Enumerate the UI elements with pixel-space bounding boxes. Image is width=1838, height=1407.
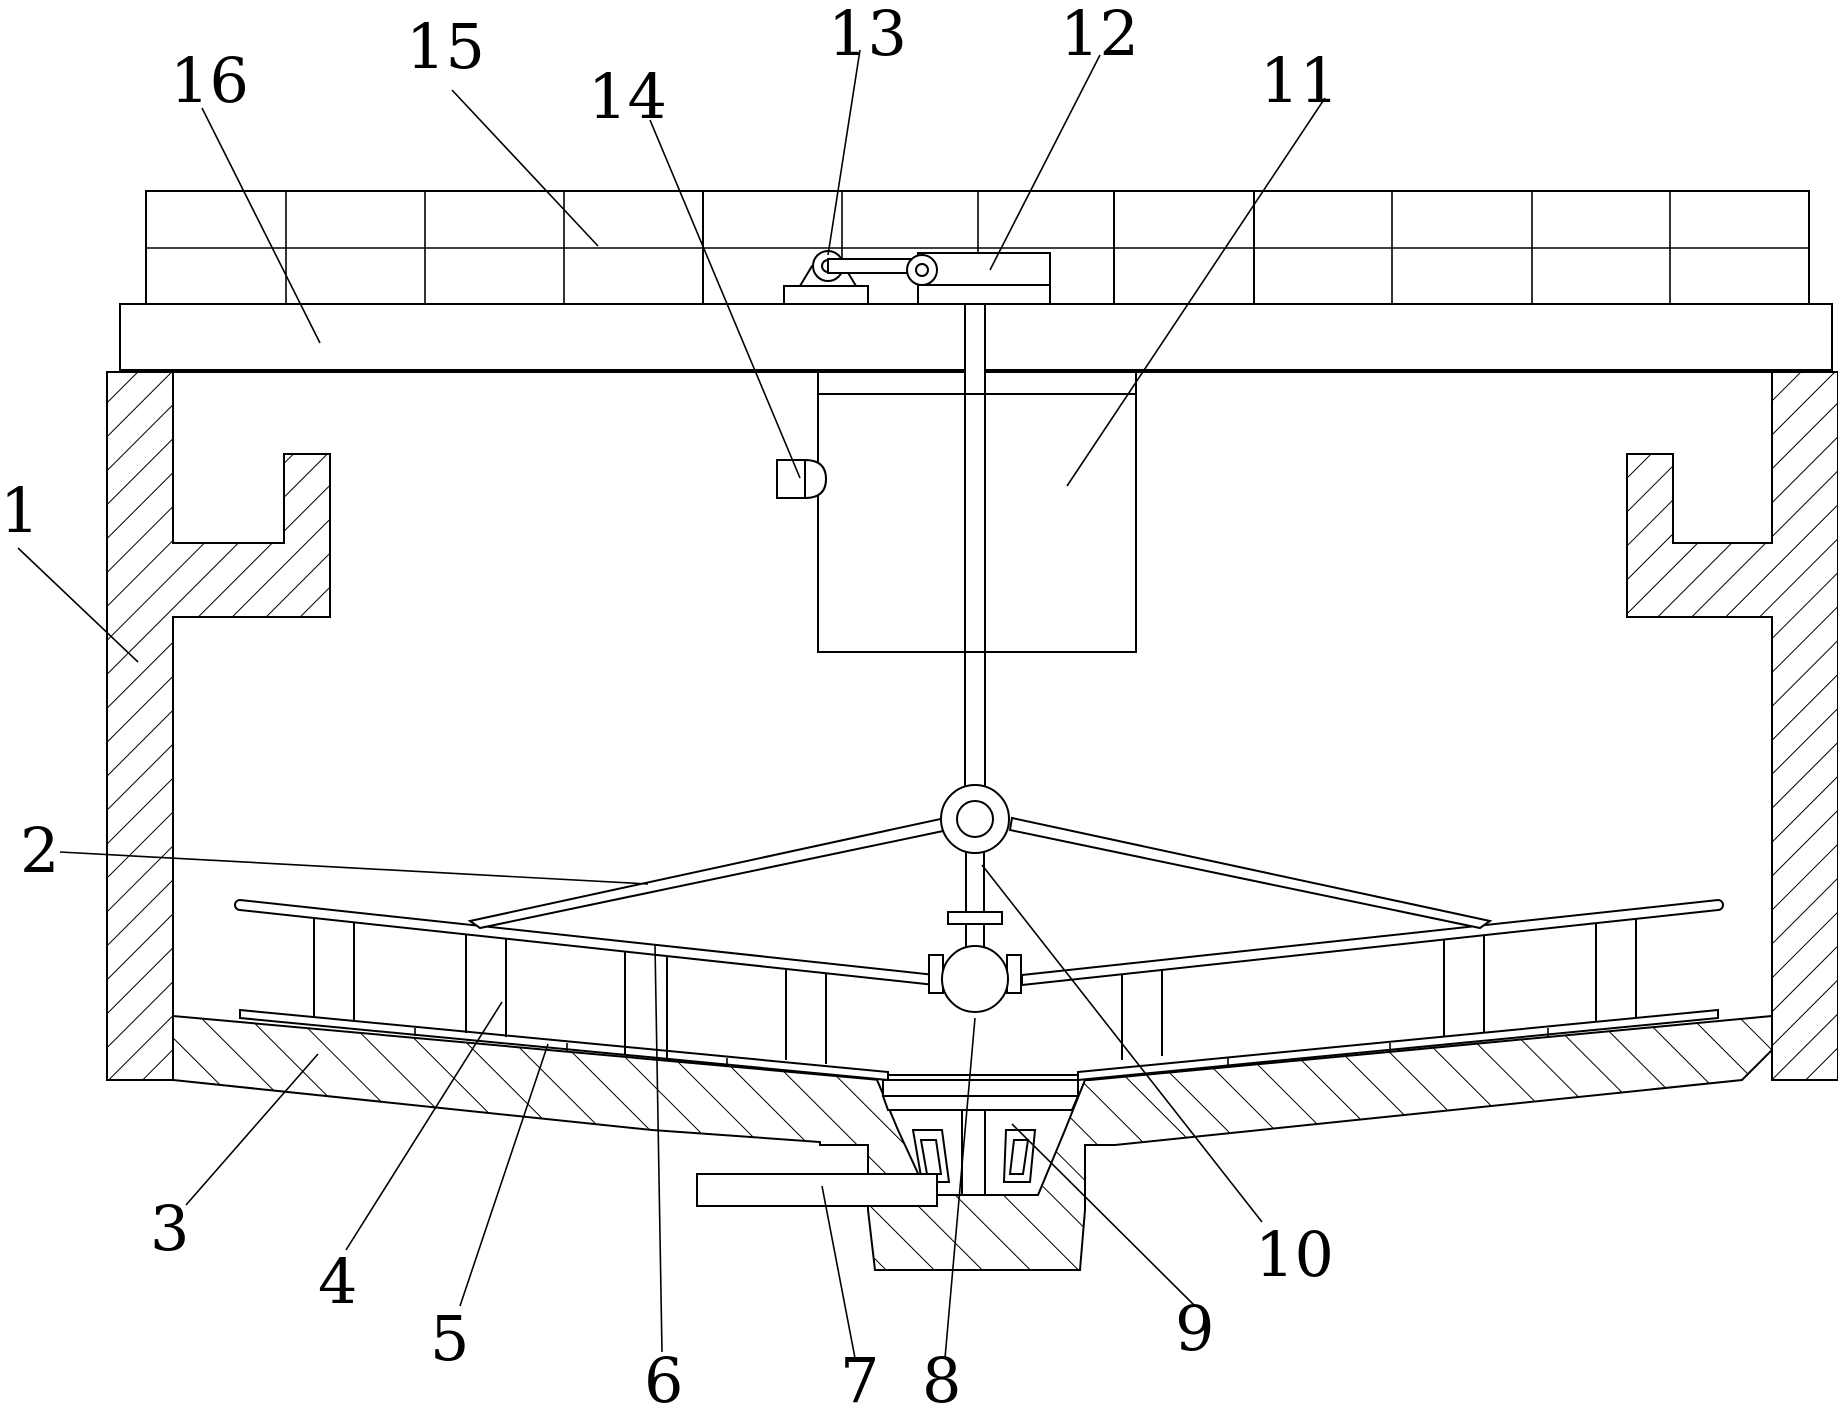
callout-14: 14: [588, 60, 667, 133]
outlet-pipe: [696, 1173, 938, 1207]
support-columns: [313, 918, 1637, 1064]
hinge-drive-mechanism: [783, 250, 1051, 305]
callout-13: 13: [828, 0, 907, 70]
callout-10: 10: [1255, 1218, 1334, 1291]
callout-9: 9: [1175, 1292, 1214, 1365]
callout-8: 8: [922, 1344, 961, 1407]
lower-hub: [928, 945, 1022, 1013]
tank-wall-left: [106, 371, 331, 1081]
callout-15: 15: [406, 10, 485, 83]
callout-2: 2: [20, 814, 59, 887]
callout-12: 12: [1060, 0, 1139, 70]
tank-wall-right: [1626, 371, 1838, 1081]
callout-7: 7: [840, 1344, 879, 1407]
scraper-arms: [234, 898, 1724, 987]
callout-11: 11: [1260, 44, 1339, 117]
upper-hub: [940, 784, 1010, 854]
central-collector: [881, 1079, 1080, 1111]
scraper-rod: [624, 950, 668, 1060]
callout-3: 3: [150, 1192, 189, 1265]
diffuser-plates: [239, 1008, 1719, 1082]
central-shaft: [947, 303, 1003, 953]
sensor-unit: [776, 458, 828, 500]
callout-16: 16: [170, 44, 249, 117]
callout-labels: 1 2 3 4 5 6 7 8 9 10 11 12 13 14 15 16: [0, 0, 1339, 1407]
tie-rods: [467, 816, 1493, 930]
callout-1: 1: [0, 474, 39, 547]
callout-6: 6: [644, 1344, 683, 1407]
callout-4: 4: [318, 1245, 357, 1318]
callout-5: 5: [430, 1302, 469, 1375]
leader-lines: [17, 49, 1326, 1359]
